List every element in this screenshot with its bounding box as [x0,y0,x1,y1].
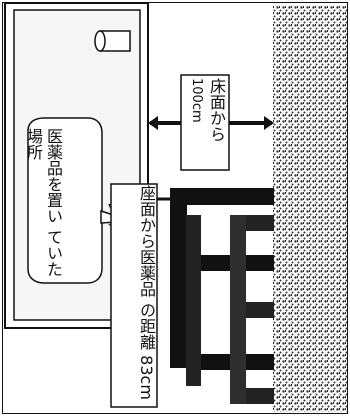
seat-distance-line-2: の距離 83cm [137,302,156,400]
floor-distance-line-1: 床面から [207,78,226,142]
callout-bubble [27,117,103,284]
distance-arrow-right-head [264,116,274,130]
floor-distance-box [180,74,230,171]
cylinder-end [94,30,106,52]
seat-distance-box [110,183,158,408]
medicine-place-line-2: ていた場所 [24,128,63,278]
seat-distance-line-1: 座面から医薬品 [137,185,156,297]
chair-seat-edge [170,188,187,368]
medicine-place-label: 医薬品を置い ていた場所 [23,128,63,278]
seat-distance-label: 座面から医薬品 の距離 83cm [112,185,156,405]
floor-pattern [273,6,347,412]
floor-distance-line-2: 100cm [189,78,204,123]
chair-side [230,215,246,404]
chair-back-top [170,188,274,205]
outer-frame [2,2,348,414]
distance-arrow-left-head [148,116,158,130]
chair-leg-1 [186,215,201,386]
medicine-place-line-1: 医薬品を置い [44,128,63,224]
floor-distance-label: 床面から 100cm [184,78,226,168]
